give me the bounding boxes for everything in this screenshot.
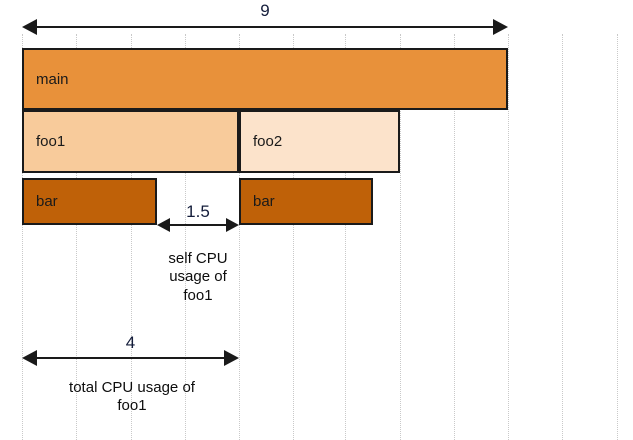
gridline-4 xyxy=(239,34,240,440)
frame-bar-right[interactable]: bar xyxy=(239,178,373,225)
frame-bar-left[interactable]: bar xyxy=(22,178,157,225)
frame-foo2[interactable]: foo2 xyxy=(239,110,400,173)
measure-self-cpu-foo1-caption-line3: foo1 xyxy=(183,286,213,304)
gridline-6 xyxy=(345,34,346,440)
measure-total-cpu-foo1-value: 4 xyxy=(125,333,136,352)
gridline-10 xyxy=(562,34,563,440)
measure-self-cpu-foo1-arrowhead-right xyxy=(226,218,239,232)
gridline-8 xyxy=(454,34,455,440)
gridline-9 xyxy=(508,34,509,440)
measure-self-cpu-foo1-caption-line1: self CPU xyxy=(168,250,228,267)
measure-total-cpu-foo1-arrowhead-right xyxy=(224,350,239,366)
frame-bar-left-label: bar xyxy=(36,193,58,210)
gridline-0 xyxy=(22,34,23,440)
measure-total-main-arrowhead-right xyxy=(493,19,508,35)
gridline-1 xyxy=(76,34,77,440)
measure-total-cpu-foo1-caption: total CPU usage of foo1 xyxy=(32,379,232,416)
frame-main[interactable]: main xyxy=(22,48,508,110)
measure-total-main-value: 9 xyxy=(260,1,270,20)
gridline-5 xyxy=(293,34,294,440)
frame-bar-right-label: bar xyxy=(253,193,275,210)
measure-self-cpu-foo1-caption: self CPU usage of foo1 xyxy=(139,250,257,305)
measure-total-cpu-foo1-caption-line2: foo1 xyxy=(117,397,147,415)
frame-foo1[interactable]: foo1 xyxy=(22,110,239,173)
measure-total-cpu-foo1-caption-line1: total CPU usage of xyxy=(69,379,195,396)
measure-total-main-line xyxy=(32,26,498,28)
gridline-11 xyxy=(617,34,618,440)
frame-foo2-label: foo2 xyxy=(253,133,283,150)
frame-foo1-label: foo1 xyxy=(36,133,66,150)
measure-self-cpu-foo1-caption-line2: usage of xyxy=(169,268,227,286)
measure-self-cpu-foo1-line xyxy=(168,224,228,226)
measure-total-cpu-foo1-line xyxy=(32,357,229,359)
measure-self-cpu-foo1-value: 1.5 xyxy=(186,202,210,221)
gridline-3 xyxy=(185,34,186,440)
measure-total-main-arrowhead-left xyxy=(22,19,37,35)
frame-main-label: main xyxy=(36,70,69,88)
gridline-2 xyxy=(131,34,132,440)
gridline-7 xyxy=(400,34,401,440)
measure-total-cpu-foo1-arrowhead-left xyxy=(22,350,37,366)
measure-self-cpu-foo1-arrowhead-left xyxy=(157,218,170,232)
